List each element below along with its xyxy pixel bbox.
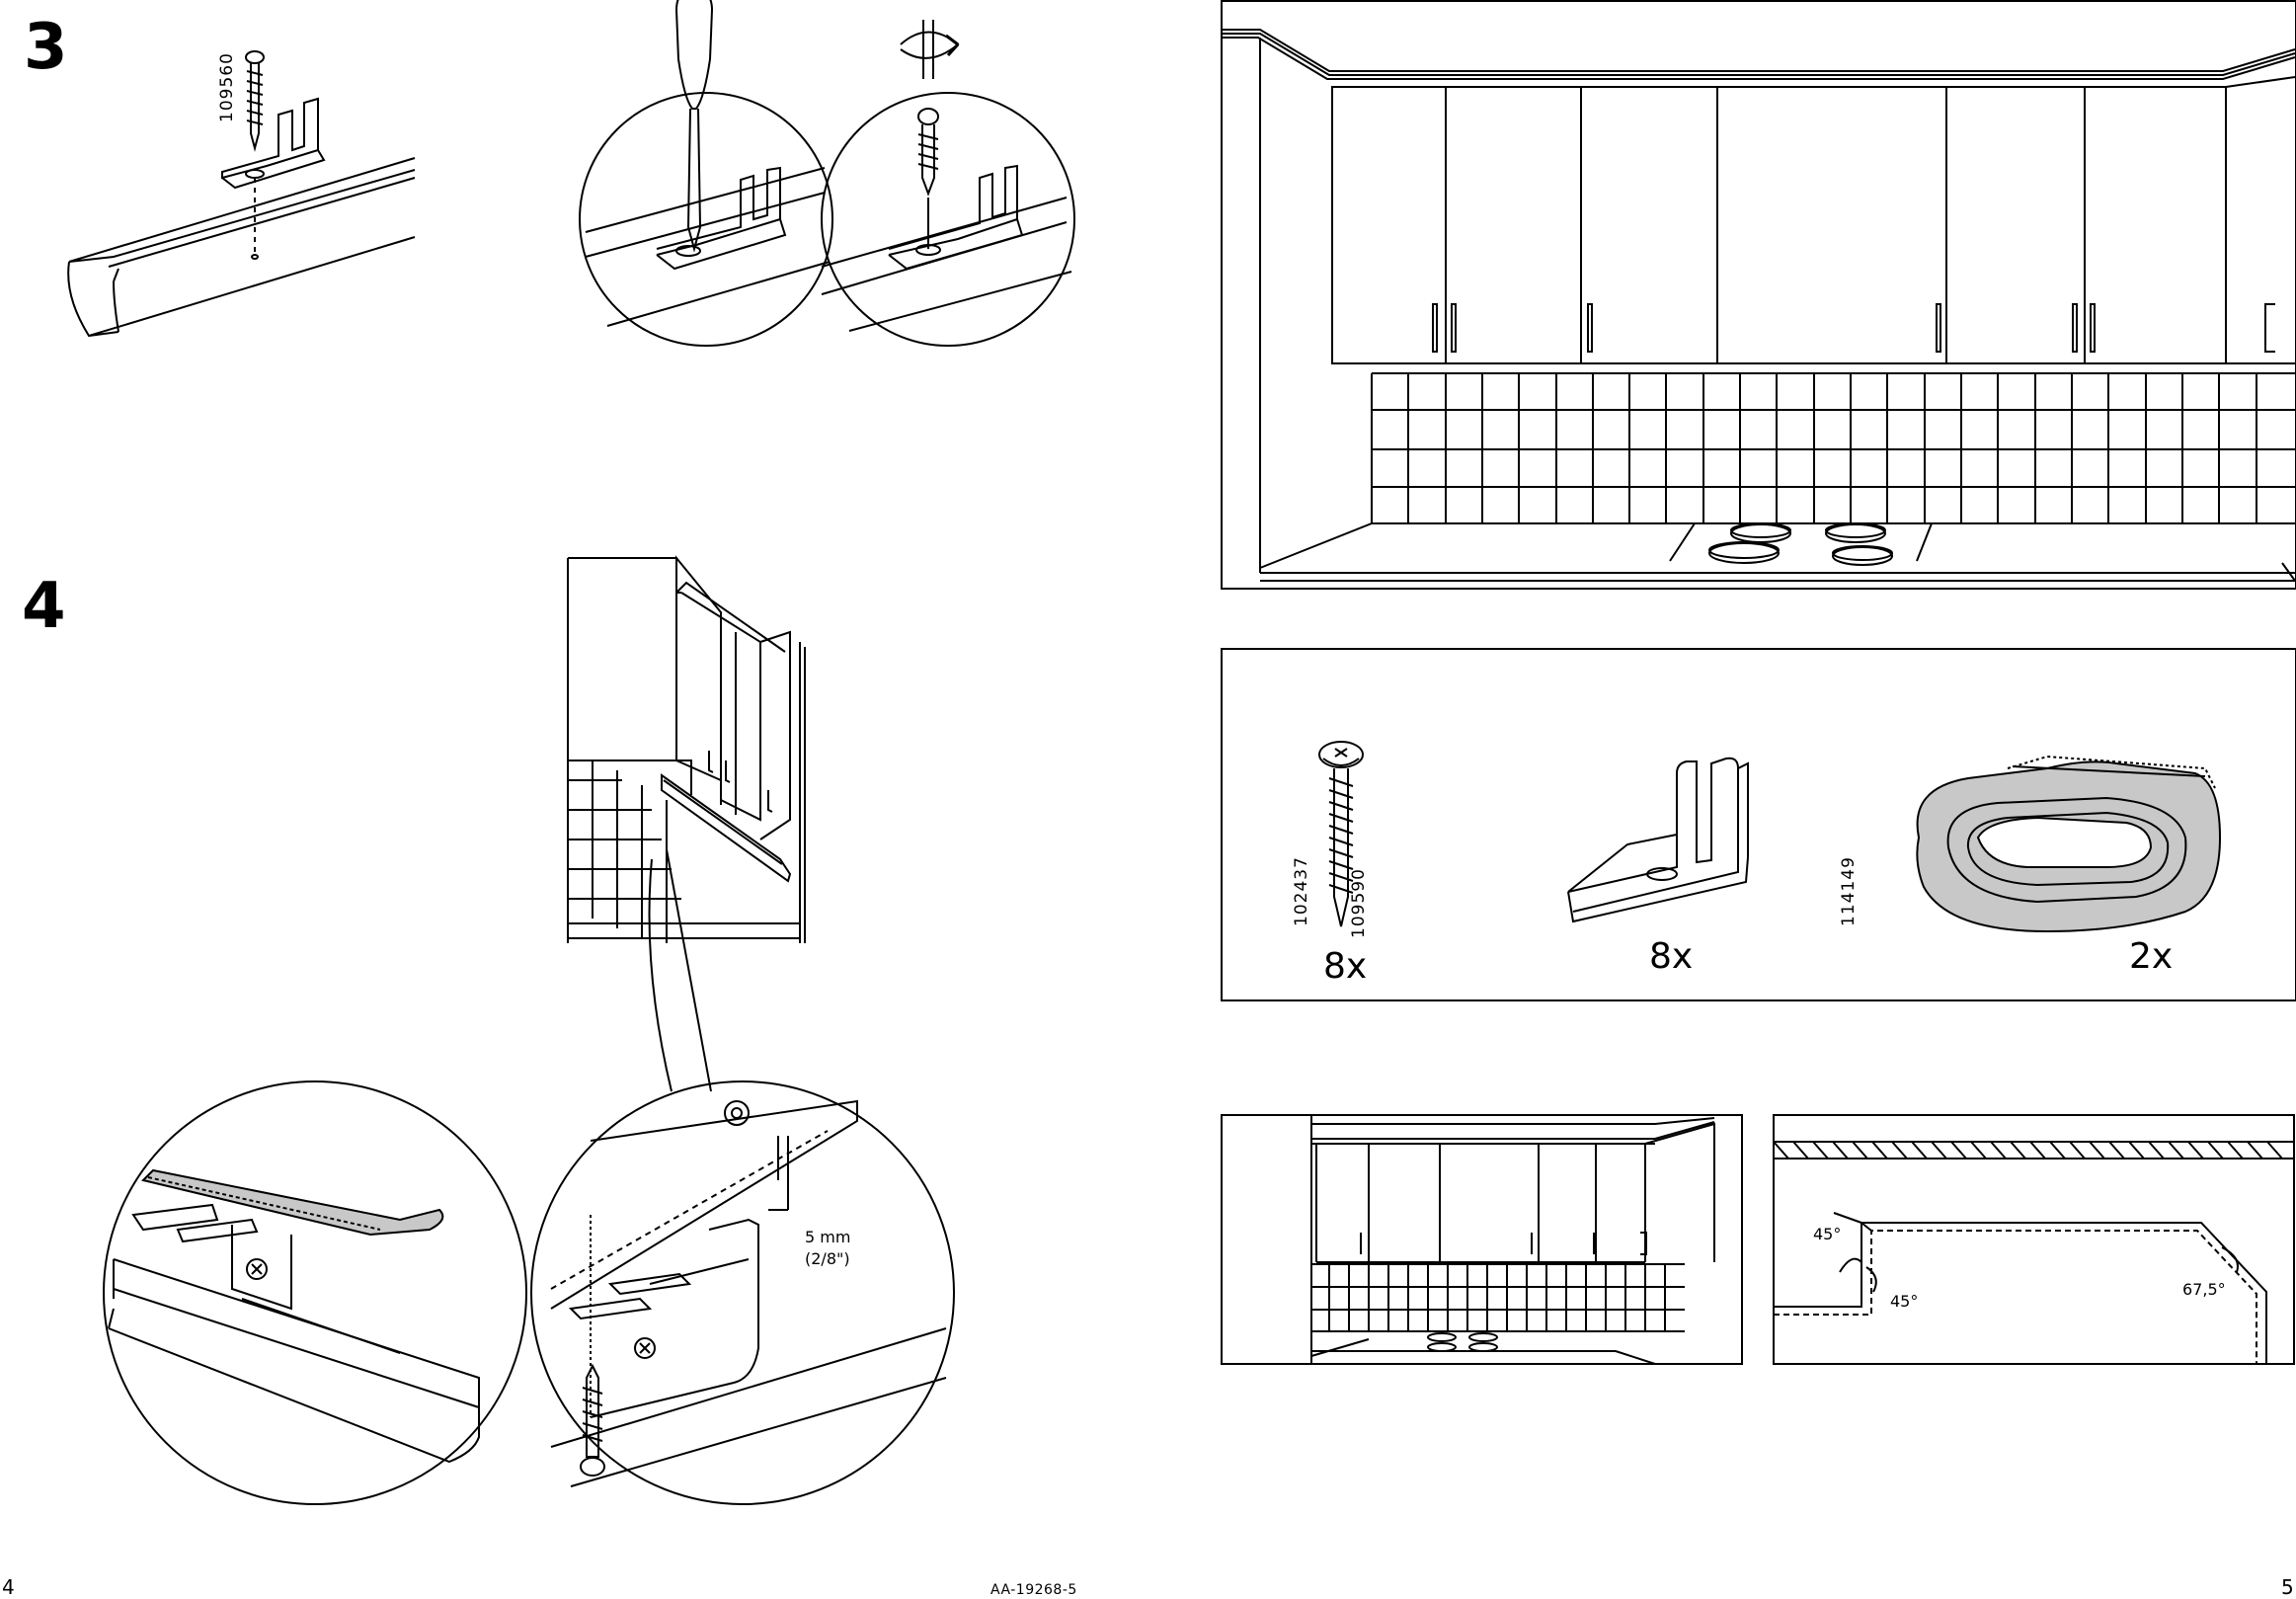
step3-detail-screw-rotate-circle <box>820 0 1116 356</box>
kitchen-overview-illustration <box>1221 0 2296 593</box>
step3-detail-screwdriver-circle <box>578 0 874 356</box>
left-page: 3 109560 <box>0 0 1148 1599</box>
step-3-number: 3 <box>24 11 68 84</box>
right-page-number: 5 <box>2281 1575 2294 1599</box>
corner-angle-diagram <box>1773 1114 2296 1367</box>
angle-label-1: 45° <box>1813 1225 1842 1243</box>
tape-roll-icon <box>1909 749 2225 946</box>
gap-measure-mm: 5 mm <box>805 1228 851 1246</box>
tape-part-number: 102437 <box>1292 856 1311 926</box>
tape-quantity: 2x <box>2129 936 2174 977</box>
screw-icon <box>1311 739 1371 936</box>
bracket-part-number: 114149 <box>1839 856 1859 926</box>
bracket-icon <box>1568 754 1785 931</box>
gap-measure-inch: (2/8") <box>805 1249 850 1268</box>
parts-list-panel: 109590 8x 114149 8x 102437 2x <box>1221 648 2296 1001</box>
angle-label-3: 67,5° <box>2182 1280 2226 1299</box>
step4-cabinet-overview-illustration <box>563 553 859 948</box>
screw-part-number: 109590 <box>1349 868 1369 938</box>
left-page-number: 4 <box>2 1575 15 1599</box>
angle-label-2: 45° <box>1890 1292 1919 1311</box>
right-page: 109590 8x 114149 8x 102437 2x <box>1148 0 2296 1599</box>
step4-tape-rail-detail-circle <box>104 1081 538 1516</box>
step4-screw-gap-detail-circle <box>531 1081 966 1516</box>
bracket-quantity: 8x <box>1649 936 1694 977</box>
kitchen-corner-view-illustration <box>1221 1114 1744 1367</box>
step3-rail-bracket-illustration <box>59 40 435 356</box>
step-4-number: 4 <box>22 570 66 643</box>
document-id: AA-19268-5 <box>990 1582 1077 1598</box>
screw-quantity: 8x <box>1323 946 1368 987</box>
